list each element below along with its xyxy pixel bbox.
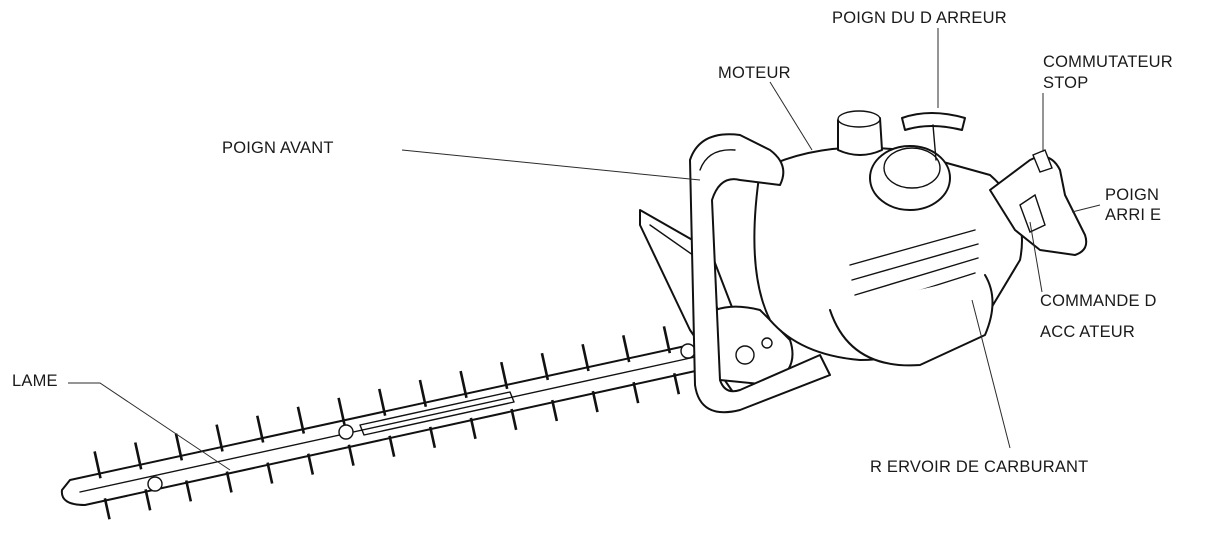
blade-tooth-bottom <box>511 410 516 430</box>
blade-rivet <box>339 425 353 439</box>
blade-tooth-bottom <box>348 445 353 465</box>
blade-center-line <box>80 357 695 492</box>
gearbox-bolt <box>736 346 754 364</box>
gearbox-bolt <box>762 338 772 348</box>
label-front-handle: POIGN AVANT <box>222 139 334 157</box>
blade-tooth-bottom <box>308 454 313 474</box>
blade-tooth-top <box>582 345 589 371</box>
label-rear-handle-line1: POIGN <box>1105 186 1159 204</box>
blade-tooth-bottom <box>552 401 557 421</box>
air-filter-cover <box>870 146 950 210</box>
fuel-cap-top <box>838 111 880 127</box>
blade-tooth-top <box>623 336 630 362</box>
blade-tooth-bottom <box>145 490 150 510</box>
blade-tooth-bottom <box>430 427 435 447</box>
leader-fuel-tank <box>972 300 1010 448</box>
blade-tooth-bottom <box>389 436 394 456</box>
leader-front-handle <box>402 150 700 180</box>
label-fuel-tank: R ERVOIR DE CARBURANT <box>870 458 1088 476</box>
label-stop-switch-line2: STOP <box>1043 74 1088 92</box>
label-throttle-line1: COMMANDE D <box>1040 292 1157 310</box>
blade-tooth-bottom <box>186 481 191 501</box>
leader-rear-handle <box>1072 205 1100 212</box>
blade-tooth-bottom <box>674 374 679 394</box>
blade-rivet <box>681 344 695 358</box>
blade-assembly <box>62 327 700 519</box>
blade-tooth-bottom <box>633 383 638 403</box>
label-stop-switch-line1: COMMUTATEUR <box>1043 53 1173 71</box>
label-rear-handle-line2: ARRI E <box>1105 206 1161 224</box>
blade-rivet <box>148 477 162 491</box>
blade-tooth-bottom <box>267 463 272 483</box>
blade-tooth-top <box>542 354 549 380</box>
blade-tooth-bottom <box>226 472 231 492</box>
blade-tooth-bottom <box>104 499 109 519</box>
leader-engine <box>770 82 812 150</box>
blade-tooth-bottom <box>470 418 475 438</box>
label-blade: LAME <box>12 372 58 390</box>
blade-tooth-top <box>664 327 671 353</box>
label-engine: MOTEUR <box>718 64 791 82</box>
label-starter-handle: POIGN DU D ARREUR <box>832 9 1007 27</box>
blade-tooth-bottom <box>592 392 597 412</box>
label-throttle-line2: ACC ATEUR <box>1040 323 1135 341</box>
